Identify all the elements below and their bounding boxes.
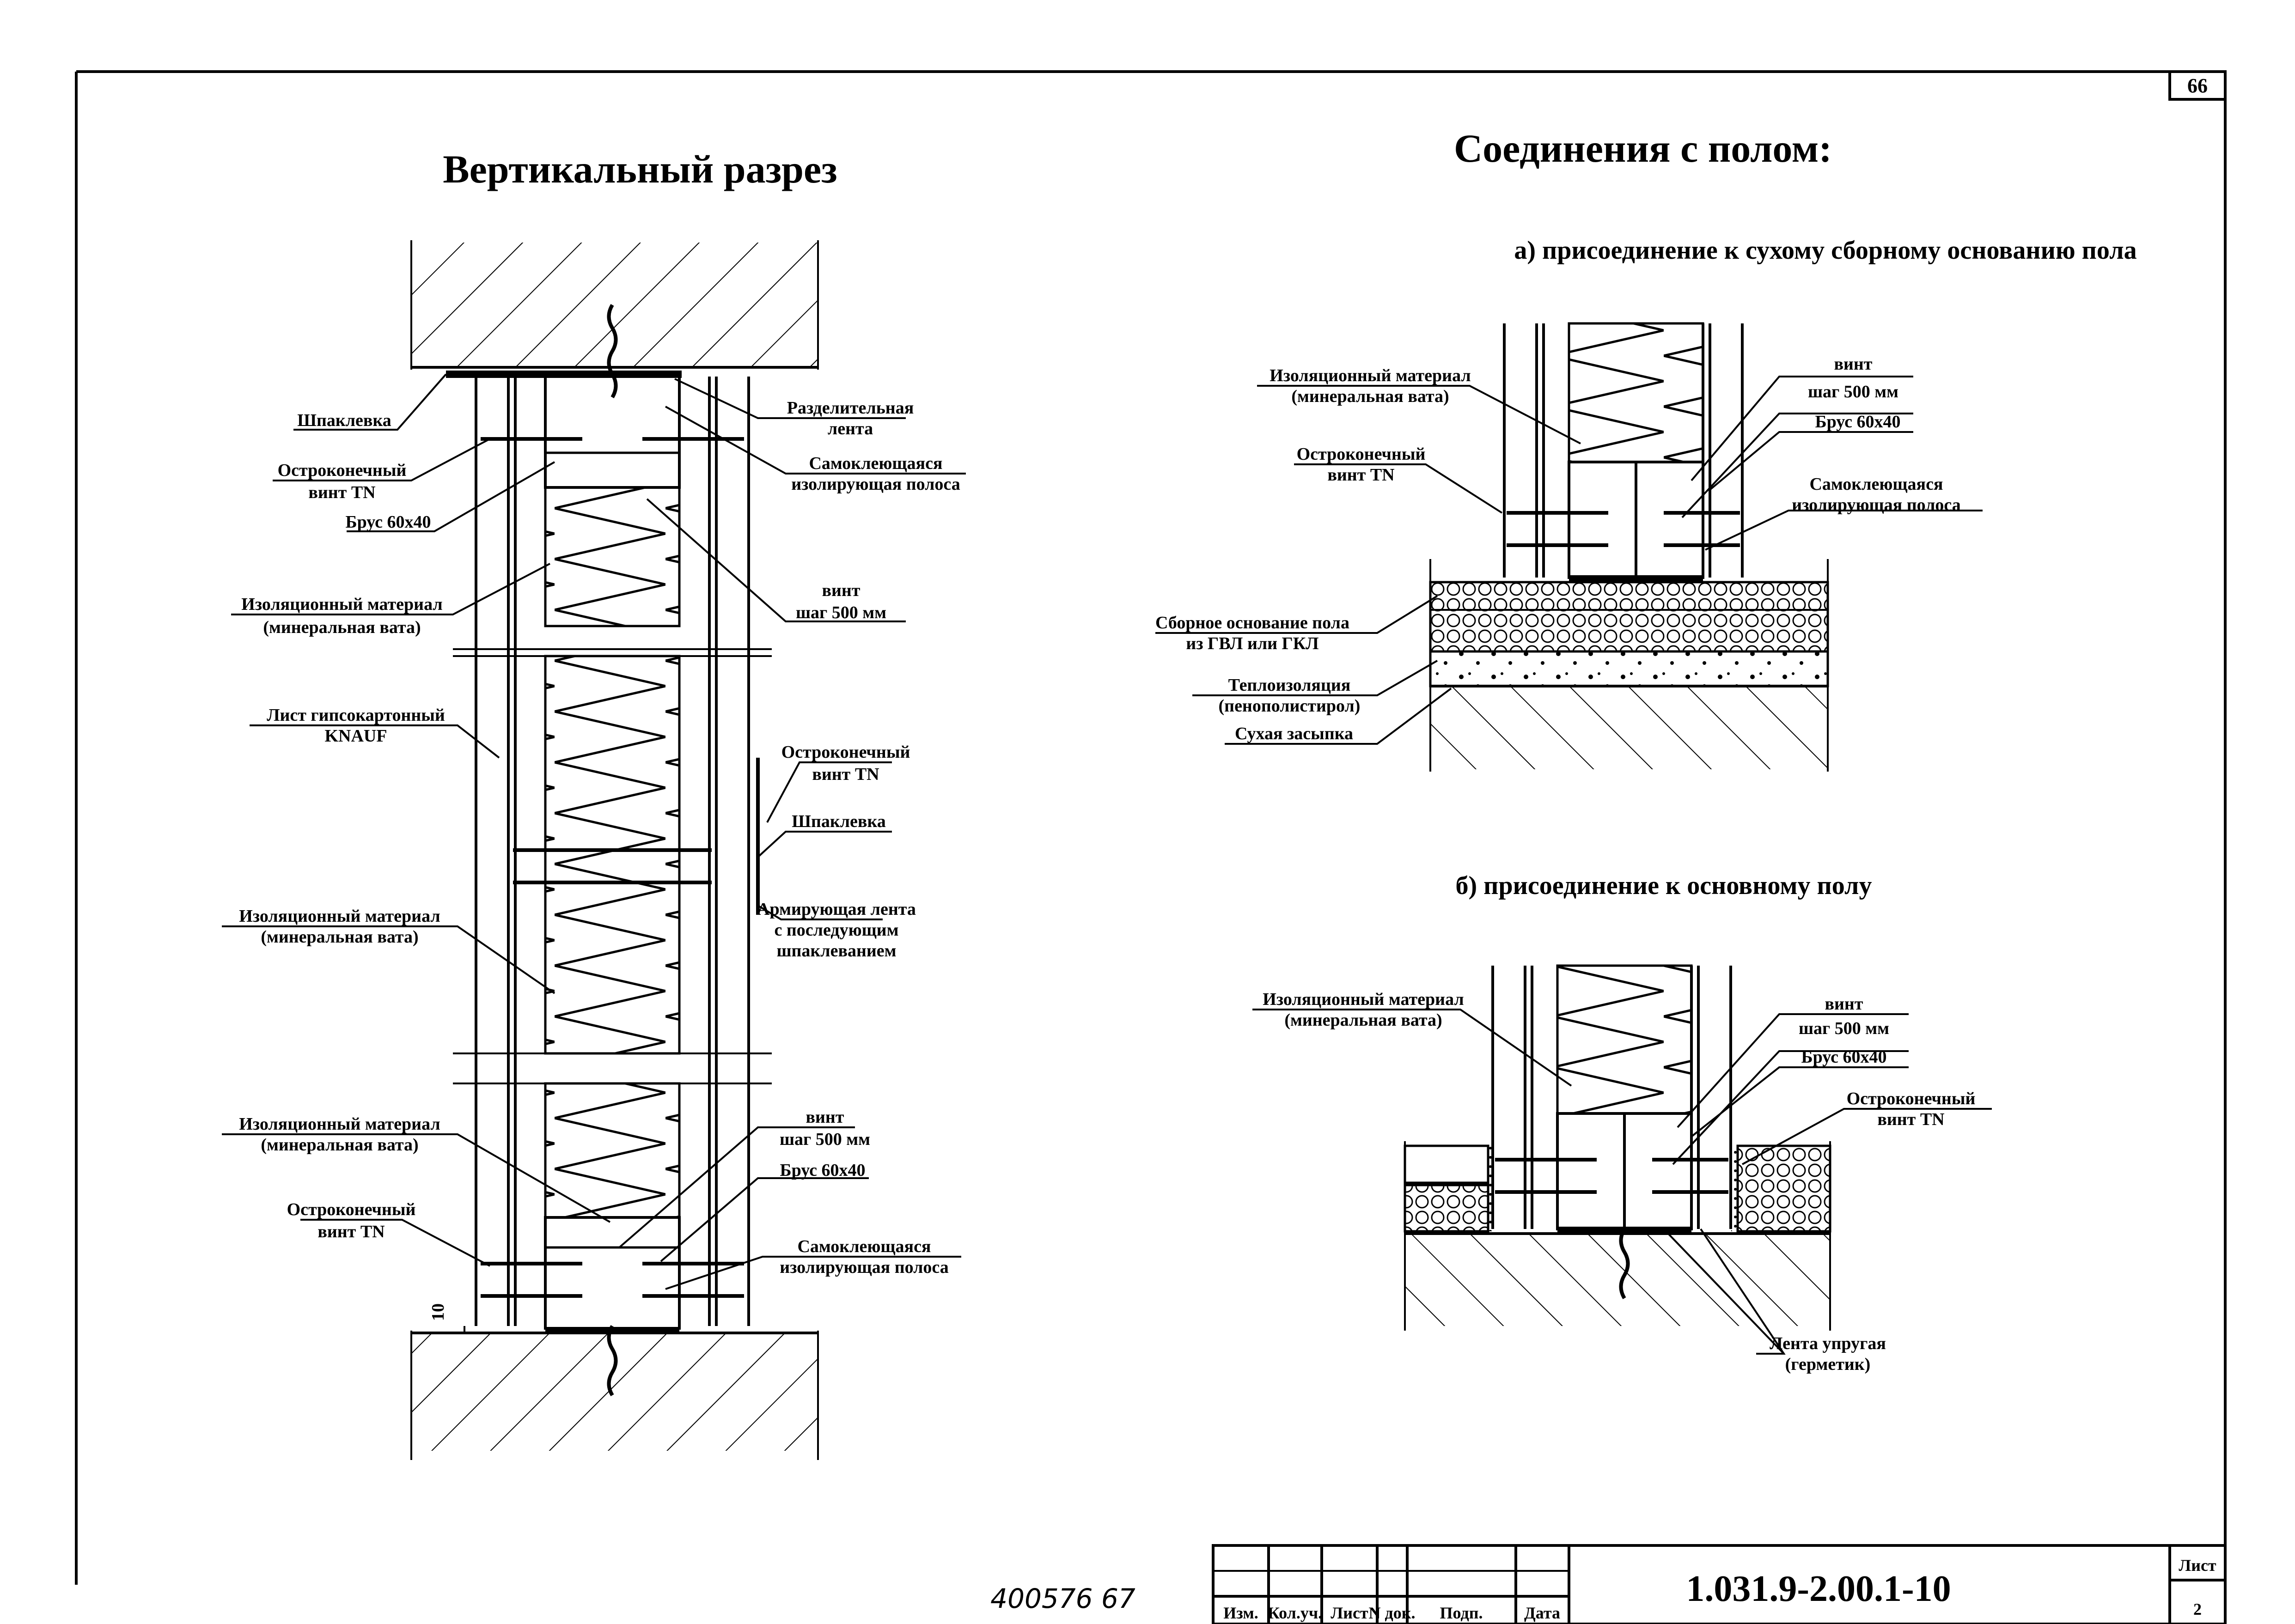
label-izol-top-line2: (минеральная вата): [263, 618, 421, 637]
label-samokl-bot-line2: изолирующая полоса: [780, 1258, 949, 1277]
label-shpaklevka-top: Шпаклевка: [297, 411, 391, 430]
label-vint-tn-top-line1: Остроконечный: [278, 461, 407, 480]
title-block: [1212, 1544, 2227, 1624]
label-gkl-line1: Лист гипсокартонный: [267, 706, 445, 725]
label-vint-shag-bot-line2: шаг 500 мм: [780, 1130, 870, 1149]
tb-col-podp: Подп.: [1440, 1604, 1483, 1622]
label-a-izol-line2: (минеральная вата): [1291, 387, 1449, 406]
label-samokl-top-line1: Самоклеющаяся: [809, 454, 942, 473]
leaders-b: [1252, 1009, 1992, 1355]
label-gkl-line2: KNAUF: [324, 726, 387, 746]
ground-a: [1430, 686, 1828, 769]
label-samokl-bot-line1: Самоклеющаяся: [797, 1237, 931, 1256]
leaders-left: [222, 373, 966, 1333]
label-vint-tn-top-line2: винт TN: [308, 483, 375, 502]
dry-screed-boards: [1429, 581, 1829, 653]
label-a-zasypka: Сухая засыпка: [1235, 724, 1353, 743]
label-samokl-top-line2: изолирующая полоса: [791, 474, 960, 494]
tb-col-izm: Изм.: [1223, 1604, 1258, 1622]
label-brus-bot: Брус 60х40: [780, 1161, 866, 1180]
label-izol-top-line1: Изоляционный материал: [241, 595, 442, 614]
label-a-vint-line1: винт: [1834, 354, 1873, 374]
label-vint-tn-bot-line1: Остроконечный: [287, 1200, 416, 1219]
label-a-samokl-line1: Самоклеющаяся: [1809, 474, 1943, 494]
detail-a: [1429, 322, 1829, 772]
label-a-vint-tn-line2: винт TN: [1327, 465, 1394, 485]
label-a-vint-tn-line1: Остроконечный: [1297, 444, 1426, 464]
subtitle-a: а) присоединение к сухому сборному основ…: [1514, 236, 2136, 265]
label-a-teplo-line2: (пенополистирол): [1219, 696, 1361, 716]
label-b-lenta-line1: Лента упругая: [1770, 1334, 1886, 1353]
label-b-vint-line2: шаг 500 мм: [1799, 1019, 1889, 1038]
tb-col-ndok: N док.: [1369, 1604, 1416, 1622]
ground-b: [1405, 1234, 1830, 1326]
tb-col-list: Лист: [1331, 1604, 1368, 1622]
label-razdel-line1: Разделительная: [787, 398, 914, 418]
tb-col-data: Дата: [1524, 1604, 1560, 1622]
label-b-lenta-line2: (герметик): [1785, 1355, 1871, 1374]
tb-col-koluch: Кол.уч.: [1268, 1604, 1322, 1622]
dry-fill: [1429, 650, 1829, 687]
label-arm-line1: Армирующая лента: [757, 900, 916, 919]
sheet-frame: [75, 70, 2227, 1624]
label-a-osn-line2: из ГВЛ или ГКЛ: [1186, 634, 1318, 653]
label-b-vint-tn-line2: винт TN: [1877, 1110, 1944, 1129]
label-a-teplo-line1: Теплоизоляция: [1228, 675, 1351, 695]
label-b-brus: Брус 60х40: [1801, 1047, 1887, 1067]
title-floor-connections: Соединения с полом:: [1454, 126, 1832, 170]
tb-doc-code: 1.031.9-2.00.1-10: [1686, 1569, 1951, 1609]
label-izol-mid-line1: Изоляционный материал: [239, 906, 440, 926]
label-dim-10: 10: [428, 1303, 448, 1321]
label-b-vint-tn-line1: Остроконечный: [1847, 1089, 1976, 1108]
label-izol-bot-line1: Изоляционный материал: [239, 1114, 440, 1134]
label-vint-shag-top-line2: шаг 500 мм: [796, 603, 886, 622]
label-vint-tn-mid-line1: Остроконечный: [781, 742, 910, 762]
subtitle-b: б) присоединение к основному полу: [1456, 871, 1872, 900]
label-a-izol-line1: Изоляционный материал: [1270, 366, 1471, 385]
label-brus-top: Брус 60х40: [346, 512, 431, 532]
label-b-izol-line2: (минеральная вата): [1284, 1010, 1442, 1030]
label-arm-line3: шпаклеванием: [776, 941, 896, 961]
tb-sheet-number: 2: [2193, 1600, 2202, 1618]
title-vertical-section: Вертикальный разрез: [443, 147, 837, 191]
detail-b: [1404, 964, 1831, 1331]
label-a-vint-line2: шаг 500 мм: [1808, 382, 1898, 401]
label-vint-shag-bot-line1: винт: [806, 1107, 844, 1127]
label-izol-mid-line2: (минеральная вата): [261, 927, 418, 947]
label-b-izol-line1: Изоляционный материал: [1263, 990, 1464, 1009]
label-vint-shag-top-line1: винт: [822, 581, 861, 600]
label-vint-tn-bot-line2: винт TN: [317, 1222, 385, 1241]
page-corner-number: 66: [2187, 74, 2208, 97]
tb-sheet-label: Лист: [2179, 1556, 2216, 1575]
handwritten-inventory-number: 400576 67: [990, 1583, 1135, 1614]
label-a-samokl-line2: изолирующая полоса: [1792, 495, 1961, 515]
label-a-brus: Брус 60х40: [1815, 412, 1901, 432]
label-a-osn-line1: Сборное основание пола: [1155, 613, 1349, 633]
leaders-a: [1155, 376, 1983, 745]
label-izol-bot-line2: (минеральная вата): [261, 1135, 418, 1155]
label-vint-tn-mid-line2: винт TN: [812, 765, 879, 784]
label-b-vint-line1: винт: [1825, 994, 1863, 1014]
label-razdel-line2: лента: [828, 419, 873, 438]
vertical-section: [410, 240, 819, 1460]
label-arm-line2: с последующим: [775, 920, 899, 940]
label-shpaklevka-mid: Шпаклевка: [792, 812, 886, 831]
